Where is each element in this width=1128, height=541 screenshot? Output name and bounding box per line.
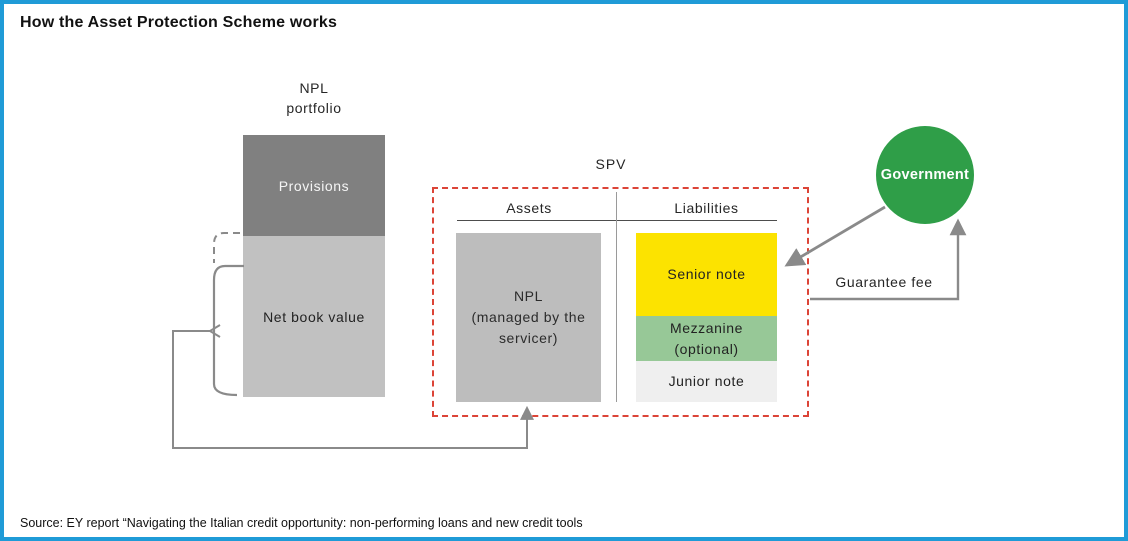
header-underline (457, 220, 777, 221)
net-book-value-label: Net book value (263, 308, 365, 325)
npl-assets-box: NPL (managed by the servicer) (456, 233, 601, 402)
mezzanine-tranche: Mezzanine (optional) (636, 316, 777, 361)
column-divider (616, 192, 617, 402)
junior-note-tranche: Junior note (636, 361, 777, 402)
government-label: Government (880, 167, 970, 183)
dashed-bracket-icon (213, 232, 240, 263)
spv-label: SPV (595, 156, 627, 172)
spv-dashed-box (432, 187, 809, 417)
npl-portfolio-label-line1: NPL (299, 80, 329, 96)
mezzanine-label-line2: (optional) (674, 340, 739, 357)
source-note: Source: EY report “Navigating the Italia… (20, 516, 583, 530)
npl-assets-line1: NPL (513, 288, 544, 304)
net-book-value-brace-icon (212, 264, 244, 397)
guarantee-fee-label: Guarantee fee (835, 274, 933, 290)
provisions-label: Provisions (278, 177, 350, 194)
senior-note-tranche: Senior note (636, 233, 777, 316)
government-node: Government (876, 126, 974, 224)
junior-note-label: Junior note (668, 373, 745, 389)
provisions-segment: Provisions (243, 135, 385, 236)
assets-column-header: Assets (506, 200, 552, 216)
npl-portfolio-label-line2: portfolio (286, 100, 342, 116)
brace-tip-icon (208, 324, 221, 338)
mezzanine-label-line1: Mezzanine (669, 319, 744, 336)
npl-assets-line2: (managed by the (471, 309, 586, 325)
npl-assets-line3: servicer) (498, 330, 559, 346)
net-book-value-segment: Net book value (243, 236, 385, 397)
liabilities-column-header: Liabilities (674, 200, 739, 216)
page-title: How the Asset Protection Scheme works (20, 14, 338, 31)
senior-note-label: Senior note (667, 266, 746, 282)
npl-portfolio-label: NPL portfolio (243, 78, 385, 118)
